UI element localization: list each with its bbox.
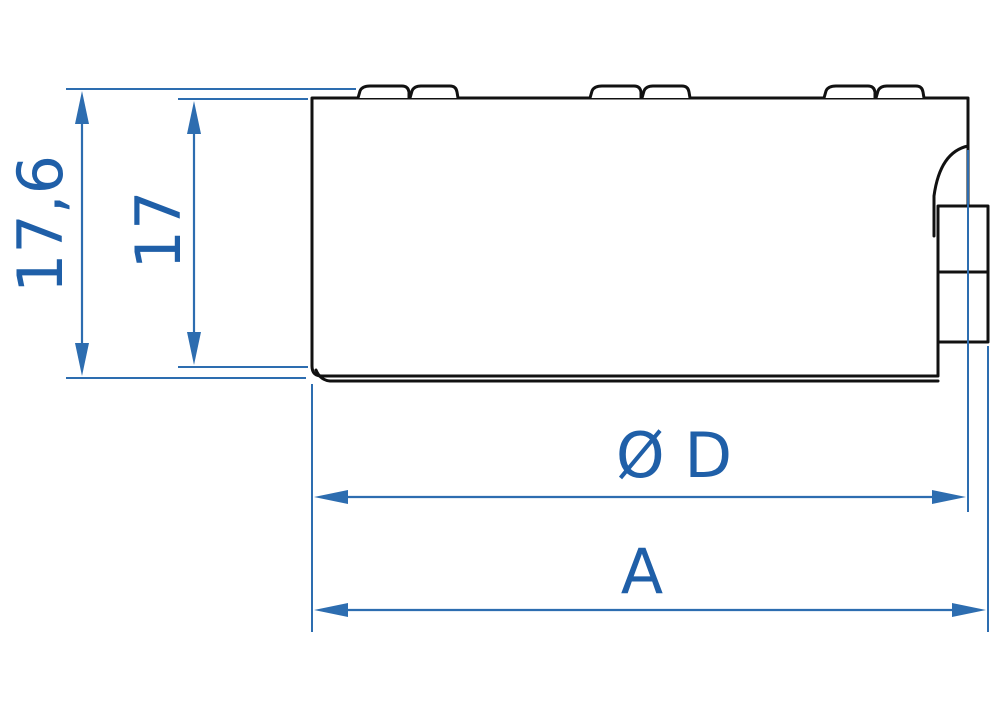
label-diameter: Ø D [616, 419, 732, 492]
arrow-inner-top [187, 101, 201, 134]
arrow-diameter-left [314, 490, 348, 504]
label-inner-height: 17 [122, 191, 195, 270]
part-bottom-edge [314, 368, 940, 383]
dimension-overall-length: A [314, 535, 986, 617]
label-outer-height: 17,6 [4, 155, 77, 293]
arrow-inner-bottom [187, 332, 201, 365]
arrow-overall-left [314, 603, 348, 617]
top-clip-2 [588, 84, 692, 99]
top-clip-1 [356, 84, 460, 99]
part-body [310, 96, 970, 378]
label-overall-length: A [621, 535, 663, 608]
top-clip-3 [822, 84, 926, 99]
part-outline [310, 84, 990, 383]
arrow-diameter-right [932, 490, 966, 504]
dimension-outer-height: 17,6 [4, 88, 356, 379]
arrow-outer-top [75, 91, 89, 124]
dimension-inner-height: 17 [122, 98, 308, 368]
end-plug [936, 204, 990, 344]
dimension-diameter: Ø D [314, 419, 966, 504]
arrow-outer-bottom [75, 343, 89, 376]
arrow-overall-right [952, 603, 986, 617]
